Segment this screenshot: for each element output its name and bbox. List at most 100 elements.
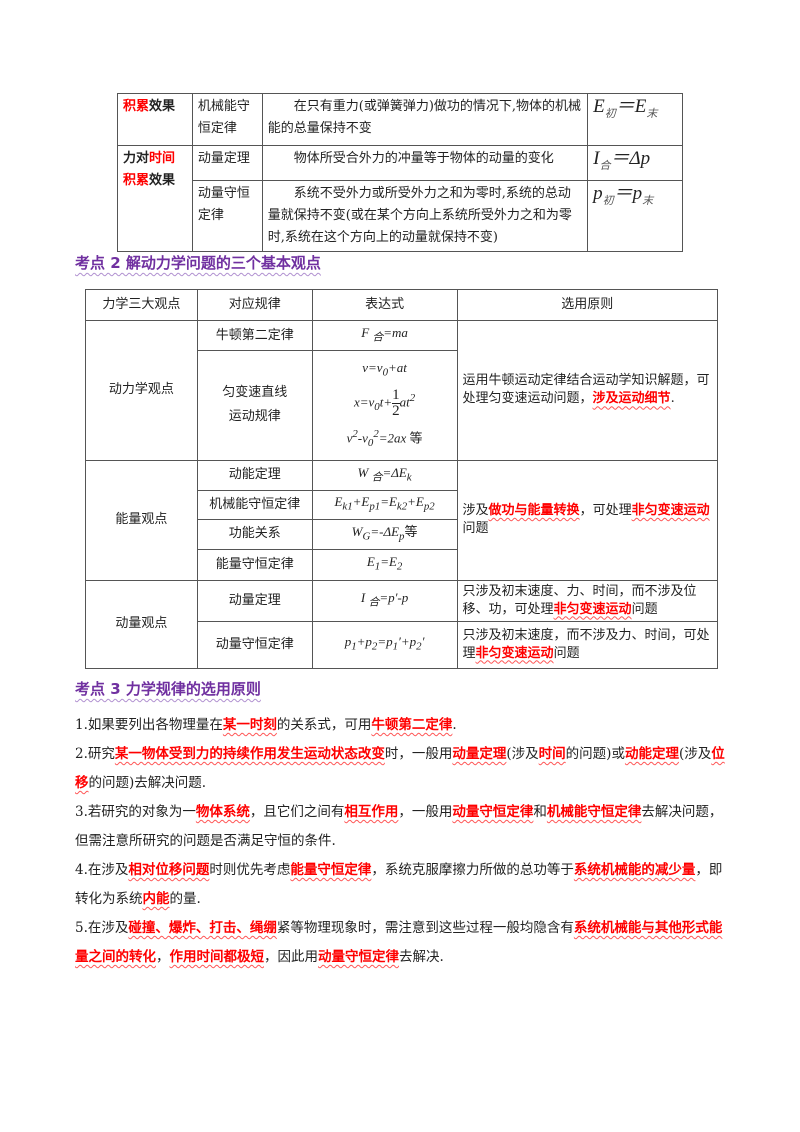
- expression: p1+p2=p1′+p2′: [311, 620, 458, 669]
- text: 只涉及初末速度，而不涉及力、时间，可处理: [462, 627, 710, 661]
- emphasis-text: 涉及运动细节: [592, 391, 671, 407]
- text: 问题: [462, 521, 489, 537]
- text: 紧等物理现象时，需注意到这些过程一般均隐含有: [276, 920, 574, 936]
- section-heading-2: 考点 2 解动力学问题的三个基本观点: [75, 254, 321, 272]
- subscript: 2: [396, 560, 403, 573]
- text: 时，一般用: [384, 746, 453, 762]
- emphasis-text: 时间: [538, 746, 566, 762]
- text: (涉及: [506, 746, 539, 762]
- emphasis-text: 内能: [142, 891, 170, 907]
- text: I: [360, 590, 369, 606]
- expression-line: E1=E2: [318, 553, 452, 576]
- text: -v: [357, 429, 368, 445]
- text: 1.如果要列出各物理量在: [75, 717, 223, 733]
- expression-line: I 合=p′-p: [318, 589, 452, 612]
- text: t+: [379, 394, 393, 410]
- law-description: 物体所受合外力的冲量等于物体的动量的变化: [261, 145, 589, 181]
- category-text: 积累: [123, 173, 150, 188]
- expression-line: p1+p2=p1′+p2′: [318, 633, 452, 656]
- text: W: [351, 523, 363, 539]
- text: 的问题)去解决问题.: [88, 775, 207, 791]
- text: +p: [356, 634, 372, 650]
- law-name: 动量定理: [191, 145, 263, 181]
- emphasis-text: 动能定理: [624, 746, 679, 762]
- table-row: 积累效果机械能守恒定律在只有重力(或弹簧弹力)做功的情况下,物体的机械能的总量保…: [117, 93, 683, 146]
- text: 去解决问题，但需注意所研究的问题是否满足守恒的条件.: [75, 804, 723, 849]
- law-name: 匀变速直线运动规律: [196, 350, 313, 461]
- text: ，可处理: [579, 503, 632, 519]
- viewpoint-name: 动力学观点: [85, 320, 198, 461]
- text: 只涉及初末速度、力、时间，而不涉及位移、功，可处理: [462, 583, 697, 617]
- law-formula: I合＝Δp: [587, 145, 683, 181]
- subscript: p2: [423, 500, 435, 513]
- expression-line: W 合=ΔEk: [318, 464, 452, 487]
- paragraph-item: 2.研究某一物体受到力的持续作用发生运动状态改变时，一般用动量定理(涉及时间的问…: [75, 740, 735, 798]
- subscript: p: [399, 530, 405, 543]
- text: 3.若研究的对象为一: [75, 804, 196, 820]
- law-description: 系统不受外力或所受外力之和为零时,系统的总动量就保持不变(或在某个方向上系统所受…: [261, 180, 589, 252]
- text: x=v: [353, 394, 375, 410]
- subscript: 初: [604, 107, 616, 120]
- paragraph-item: 3.若研究的对象为一物体系统，且它们之间有相互作用，一般用动量守恒定律和机械能守…: [75, 798, 735, 856]
- text: +E: [352, 494, 370, 510]
- text: .: [452, 717, 457, 733]
- numerator: 1: [392, 386, 400, 404]
- emphasis-text: 系统机械能的减少量: [573, 862, 696, 878]
- column-header: 力学三大观点: [85, 289, 198, 321]
- text: 等: [404, 523, 418, 539]
- law-name: 机械能守恒定律: [196, 489, 313, 520]
- text: 时则优先考虑: [209, 862, 291, 878]
- emphasis-text: 动量定理: [452, 746, 507, 762]
- text: ，: [156, 949, 170, 965]
- text: 4.在涉及: [75, 862, 129, 878]
- text: (涉及: [678, 746, 712, 762]
- text: ，一般用: [398, 804, 453, 820]
- subscript: 合: [368, 596, 380, 609]
- text: 和: [533, 804, 547, 820]
- expression-line: v2-v02=2ax 等: [318, 425, 452, 452]
- selection-principle: 只涉及初末速度，而不涉及力、时间，可处理非匀变速运动问题: [456, 620, 719, 669]
- emphasis-text: 相互作用: [344, 804, 399, 820]
- emphasis-text: 某一时刻: [222, 717, 277, 733]
- expression-line: F 合=ma: [318, 324, 452, 347]
- law-name: 牛顿第二定律: [196, 320, 313, 351]
- selection-principle: 运用牛顿运动定律结合运动学知识解题，可处理匀变速运动问题，涉及运动细节.: [456, 320, 719, 461]
- text: ＝p: [613, 183, 643, 204]
- emphasis-text: 碰撞、爆炸、打击、绳绷: [128, 920, 277, 936]
- effect-category: 积累效果: [117, 93, 193, 146]
- text: at: [399, 394, 410, 410]
- emphasis-text: 非匀变速运动: [553, 601, 632, 617]
- text: 等: [406, 429, 423, 445]
- text: ＝E: [615, 96, 647, 117]
- text: ，即转化为系统: [75, 862, 723, 907]
- expression-line: WG=-ΔEp等: [318, 523, 452, 546]
- expression: E1=E2: [311, 548, 458, 581]
- superscript: 2: [409, 391, 416, 404]
- law-name: 动能定理: [196, 459, 313, 491]
- law-name: 机械能守恒定律: [191, 93, 263, 146]
- text: 运用牛顿运动定律结合运动学知识解题，可处理匀变速运动问题，: [462, 373, 710, 407]
- paragraph-item: 4.在涉及相对位移问题时则优先考虑能量守恒定律，系统克服摩擦力所做的总功等于系统…: [75, 856, 735, 914]
- subscript: 1: [351, 640, 357, 653]
- expression-line: v=v0+at: [318, 359, 452, 382]
- text: 2.研究: [75, 746, 115, 762]
- law-name: 动量守恒定律: [196, 620, 313, 669]
- subscript: k1: [342, 500, 353, 513]
- text: 涉及: [462, 503, 489, 519]
- text: ′+p: [398, 634, 417, 650]
- subscript: 1: [374, 560, 381, 573]
- text: =ma: [383, 325, 408, 341]
- table-row: 动量守恒定律系统不受外力或所受外力之和为零时,系统的总动量就保持不变(或在某个方…: [118, 180, 683, 252]
- expression: Ek1+Ep1=Ek2+Ep2: [311, 489, 458, 520]
- text: p: [344, 634, 352, 650]
- text: E: [334, 494, 343, 510]
- text: =E: [380, 554, 397, 570]
- law-description: 在只有重力(或弹簧弹力)做功的情况下,物体的机械能的总量保持不变: [261, 93, 589, 146]
- effect-category: 力对时间积累效果: [117, 145, 193, 252]
